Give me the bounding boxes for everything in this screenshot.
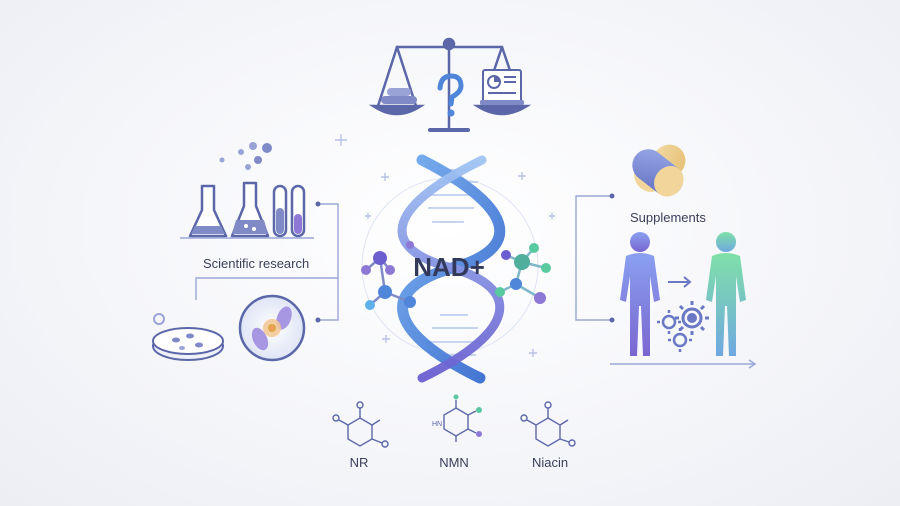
- pill-stack-icon: [381, 88, 417, 104]
- structure-glyph: HN: [432, 421, 442, 428]
- petri-dish-icon: [152, 313, 224, 361]
- sparkle-decoration: [335, 134, 555, 357]
- precursor-nr-label: NR: [349, 455, 369, 470]
- capsule-icon: [632, 144, 686, 197]
- dna-helix-icon: [397, 154, 506, 384]
- arrow-right-icon: [668, 276, 692, 288]
- timeline-arrow: [610, 359, 757, 369]
- molecule-structure-nmn: [443, 394, 482, 442]
- human-body-icon: [620, 232, 660, 356]
- bubbles-decoration: [219, 142, 272, 170]
- human-body-icon: [706, 232, 746, 356]
- center-title: NAD+: [413, 252, 485, 282]
- lab-flask-icon: [188, 184, 228, 238]
- supplements-label: Supplements: [630, 210, 706, 225]
- precursor-nmn-label: NMN: [439, 455, 469, 470]
- molecule-structure-nr: [332, 401, 389, 448]
- gear-icon: [675, 301, 709, 335]
- gear-icon: [657, 310, 681, 334]
- report-icon: [480, 69, 524, 105]
- molecule-icon: [495, 243, 551, 304]
- question-mark-icon: [437, 73, 464, 117]
- molecule-icon: [361, 241, 416, 310]
- gear-icon: [668, 328, 692, 352]
- precursor-niacin-label: Niacin: [531, 455, 569, 470]
- test-tube-icon: [272, 184, 306, 238]
- cell-icon: [238, 294, 306, 362]
- lab-flask-icon: [230, 181, 270, 238]
- connector-lines: [575, 195, 612, 321]
- research-label: Scientific research: [203, 256, 310, 271]
- molecule-structure-niacin: [520, 401, 576, 447]
- connector-lines: [195, 203, 339, 321]
